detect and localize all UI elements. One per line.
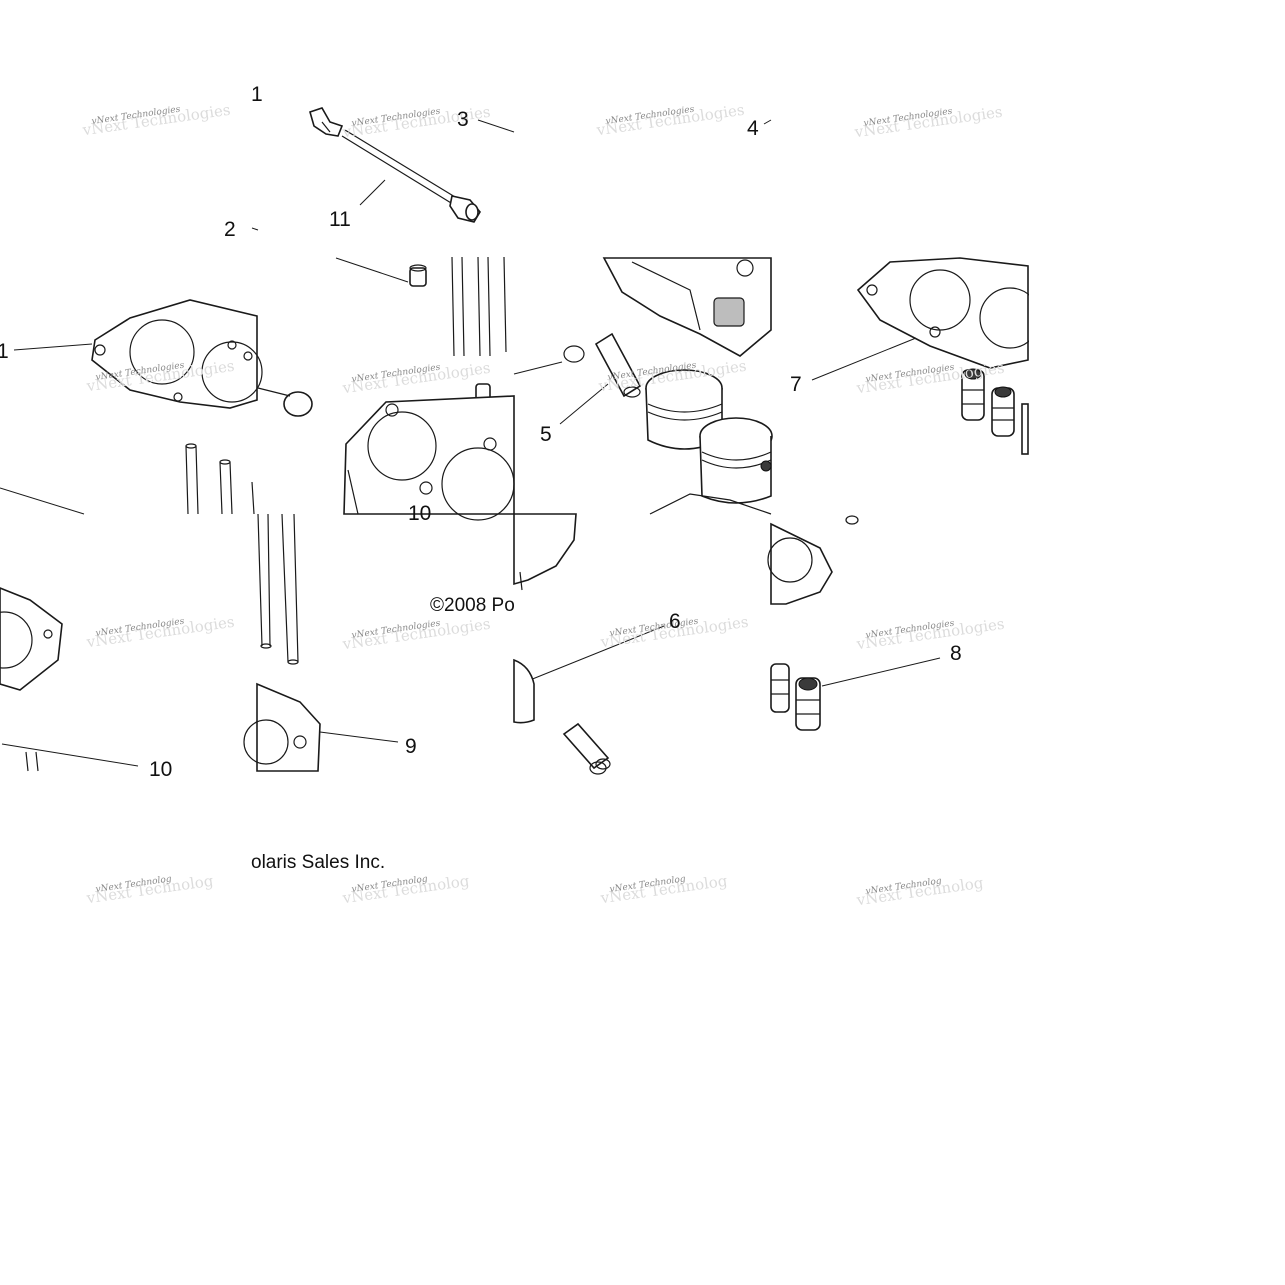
tile-r1c2-sensor (251, 107, 515, 231)
wrist-pin-lower-part (562, 722, 611, 770)
sensor-probe-part (309, 107, 481, 223)
tile-r3c1-gasket (0, 587, 139, 772)
callout-9: 9 (405, 735, 417, 758)
tile-r2c3-piston (513, 257, 773, 515)
tile-r1c4-leader (763, 119, 772, 125)
callout-7: 7 (790, 373, 802, 396)
tile-r3c3-piston-lower (513, 513, 665, 775)
dowel-pins-part (961, 368, 1029, 455)
callout-1-left: 1 (0, 340, 9, 363)
watermarks: vNext Technologies vNext Technologies vN… (81, 101, 1006, 910)
tile-mosaic-blank-area (1029, 257, 1285, 771)
callout-1-top: 1 (251, 83, 263, 106)
dowel-pins-lower-part (770, 663, 821, 731)
cylinder-block-lower-part (243, 682, 321, 772)
tile-r3c4-gasket-pins (767, 515, 941, 731)
callout-10-partial: 10 (408, 502, 431, 525)
callout-6: 6 (669, 610, 681, 633)
callout-5: 5 (540, 423, 552, 446)
cylinder-block-part (343, 395, 515, 521)
tile-r3c2-studs-block (243, 513, 399, 772)
copyright-part-b: olaris Sales Inc. (251, 852, 385, 873)
wrist-pin-part (594, 332, 642, 398)
callout-labels: 1 1 2 3 4 5 6 7 8 9 10 10 11 (0, 83, 962, 781)
callout-4: 4 (747, 117, 759, 140)
pistons-part (645, 369, 773, 504)
dowel-sleeve-part (409, 264, 491, 401)
copyright-part-a: ©2008 Po (430, 595, 515, 616)
tile-r2c1-head-gasket (0, 299, 263, 515)
cylinder-studs (185, 443, 255, 515)
callout-3: 3 (457, 108, 469, 131)
tile-r2c2-cylinder (257, 256, 515, 521)
cylinder-head-part (602, 257, 772, 357)
callout-10: 10 (149, 758, 172, 781)
copyright-notice: ©2008 Po olaris Sales Inc. (251, 595, 515, 873)
cap-plug-part (257, 387, 313, 417)
callout-2: 2 (224, 218, 236, 241)
callout-8: 8 (950, 642, 962, 665)
callout-11: 11 (329, 208, 351, 231)
